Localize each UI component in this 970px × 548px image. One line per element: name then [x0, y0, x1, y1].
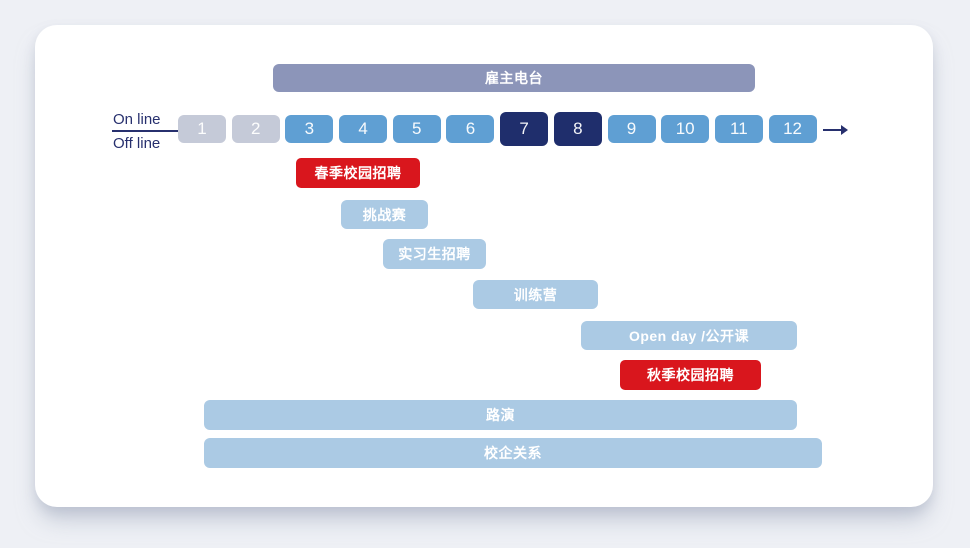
month-7: 7: [500, 112, 549, 146]
employer-radio-bar: 雇主电台: [273, 64, 755, 92]
month-6: 6: [446, 115, 495, 143]
month-2: 2: [231, 115, 280, 143]
activity-bar-open-day: Open day /公开课: [581, 321, 797, 350]
activity-label: 训练营: [513, 286, 558, 303]
online-offline-divider: [112, 130, 178, 132]
activity-label: 秋季校园招聘: [647, 367, 734, 383]
activity-bar-training-camp: 训练营: [473, 280, 598, 309]
month-8: 8: [553, 112, 602, 146]
month-axis: 1 2 3 4 5 6 7 8 9 10 11 12: [178, 112, 817, 146]
activity-label: 春季校园招聘: [314, 165, 402, 181]
activity-label: 路演: [486, 407, 515, 423]
month-9: 9: [607, 115, 656, 143]
activity-bar-spring-campus-recruitment: 春季校园招聘: [296, 158, 420, 188]
activity-bar-autumn-campus-recruitment: 秋季校园招聘: [620, 360, 761, 390]
activity-bar-school-enterprise-relations: 校企关系: [204, 438, 822, 468]
month-12: 12: [768, 115, 817, 143]
activity-bar-challenge-contest: 挑战赛: [341, 200, 428, 229]
timeline-card: 雇主电台 On line Off line 1 2 3 4 5 6 7 8 9 …: [35, 25, 933, 507]
activity-bar-intern-recruitment: 实习生招聘: [383, 239, 486, 269]
month-1: 1: [178, 115, 226, 143]
arrow-right-icon-head: [841, 124, 848, 135]
month-5: 5: [392, 115, 441, 143]
activity-label: Open day /公开课: [628, 327, 750, 344]
month-4: 4: [339, 115, 388, 143]
activity-label: 校企关系: [484, 445, 542, 461]
activity-label: 挑战赛: [362, 206, 407, 223]
month-3: 3: [285, 115, 334, 143]
month-10: 10: [661, 115, 710, 143]
activity-label: 实习生招聘: [398, 246, 471, 262]
employer-radio-label: 雇主电台: [485, 70, 543, 86]
activity-bar-roadshow: 路演: [204, 400, 797, 430]
online-label: On line: [113, 111, 161, 128]
offline-label: Off line: [113, 135, 161, 152]
arrow-right-icon: [823, 128, 841, 131]
month-11: 11: [714, 115, 763, 143]
